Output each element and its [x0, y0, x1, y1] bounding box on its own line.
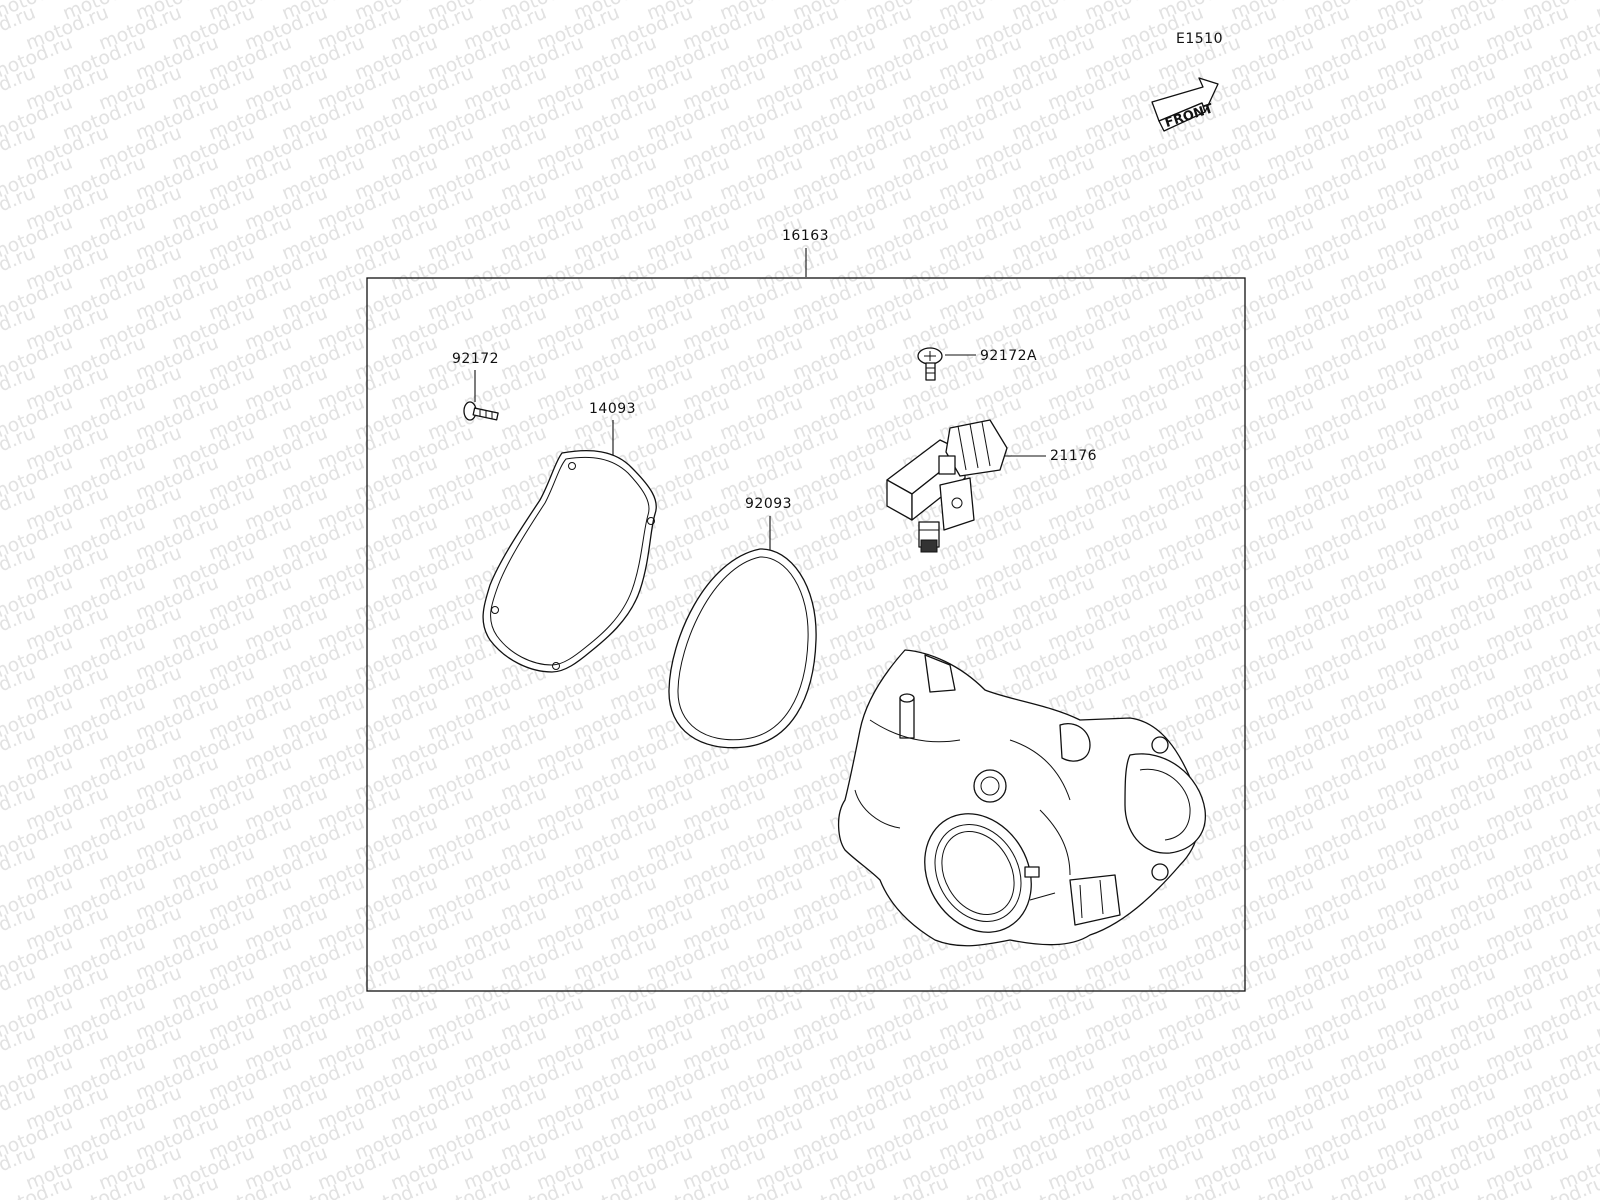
part-label-92172A: 92172A: [980, 348, 1037, 364]
screw-icon: [917, 347, 943, 381]
part-label-21176: 21176: [1050, 448, 1097, 464]
throttle-body-icon: [837, 649, 1206, 947]
assembly-frame: [366, 277, 1246, 992]
gasket-icon: [482, 450, 657, 673]
sensor-icon: [886, 419, 1008, 553]
diagram-code: E1510: [1176, 31, 1223, 47]
part-label-14093: 14093: [589, 401, 636, 417]
part-label-92093: 92093: [745, 496, 792, 512]
front-arrow-icon: FRONT: [1151, 77, 1219, 132]
part-label-92172: 92172: [452, 351, 499, 367]
o-ring-icon: [668, 548, 817, 749]
assembly-label: 16163: [782, 228, 829, 244]
bolt-icon: [463, 401, 499, 421]
